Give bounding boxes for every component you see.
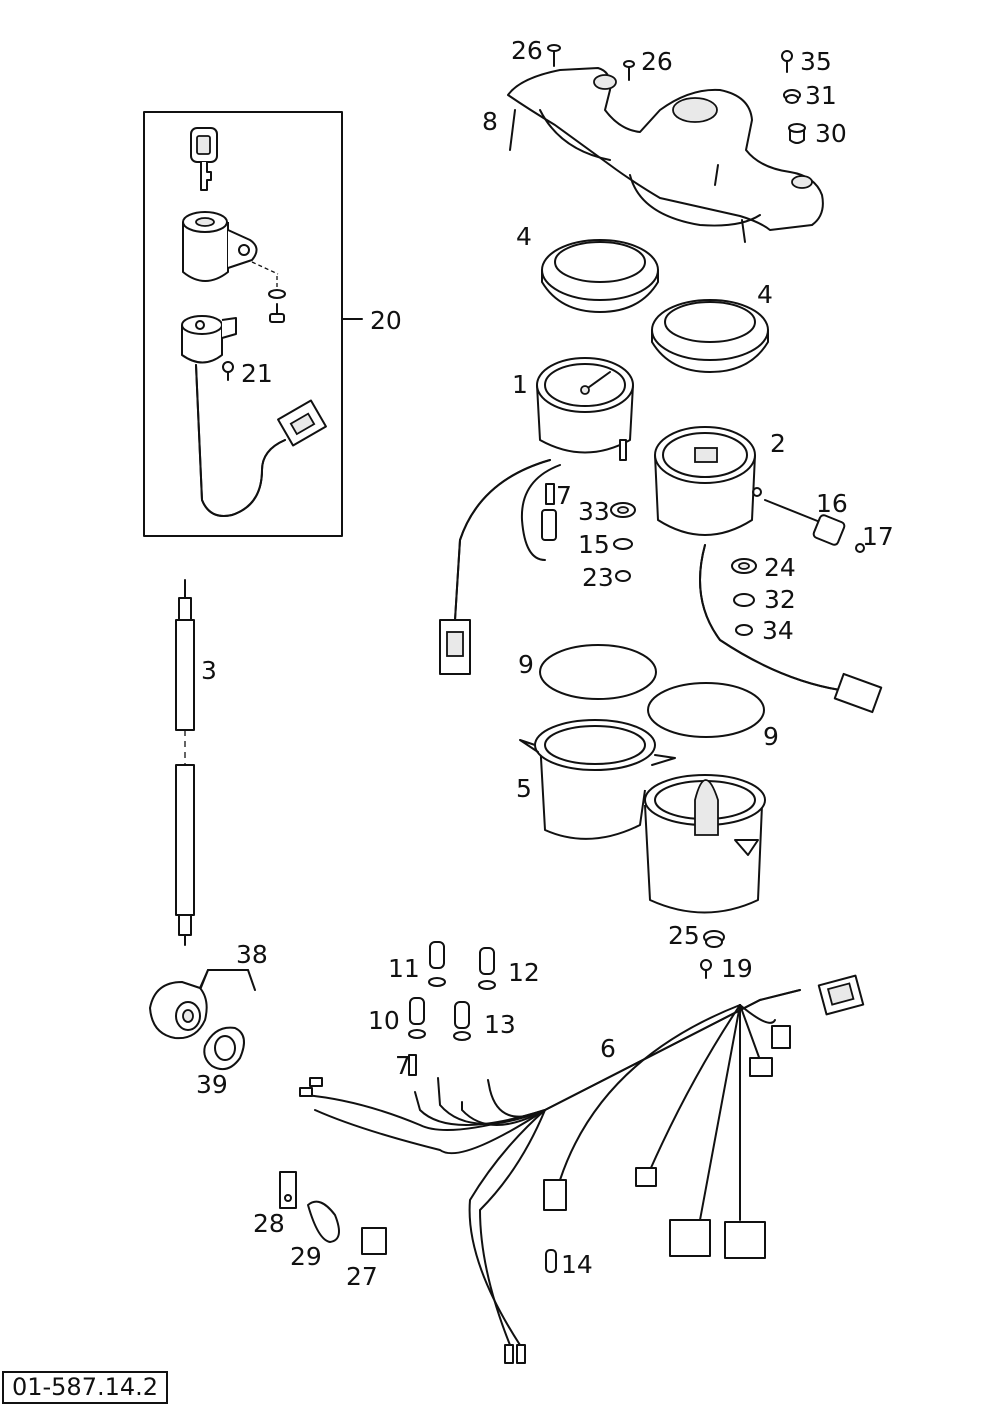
callout-7-lower: 7	[395, 1051, 411, 1080]
washer-32	[733, 593, 755, 607]
callout-4-right: 4	[757, 280, 773, 309]
screw-19	[700, 959, 712, 979]
callout-2: 2	[770, 429, 786, 458]
callout-39: 39	[196, 1070, 228, 1099]
callout-14: 14	[561, 1250, 593, 1279]
callout-10: 10	[368, 1006, 400, 1035]
ignition-washer	[268, 276, 286, 299]
callout-32: 32	[764, 585, 796, 614]
ignition-lock-cylinder	[182, 211, 279, 282]
screw-26b	[623, 60, 635, 81]
callout-6: 6	[600, 1034, 616, 1063]
bezel-ring-left	[541, 239, 659, 313]
callout-35: 35	[800, 47, 832, 76]
callout-38: 38	[236, 940, 268, 969]
ignition-screw-21	[222, 361, 234, 381]
grommet-31	[783, 89, 801, 104]
bushing-30	[788, 123, 806, 144]
callout-24: 24	[764, 553, 796, 582]
sensor-assembly	[149, 969, 256, 1071]
ignition-key	[190, 127, 218, 191]
callout-12: 12	[508, 958, 540, 987]
screw-26a	[547, 44, 561, 67]
callout-1: 1	[512, 370, 528, 399]
clip-29	[307, 1200, 340, 1243]
bracket-28	[279, 1171, 297, 1209]
washer-15	[613, 538, 633, 550]
adjuster-16	[764, 499, 846, 546]
wiring-harness	[299, 974, 865, 1364]
callout-29: 29	[290, 1242, 322, 1271]
callout-28: 28	[253, 1209, 285, 1238]
speedometer-gauge	[536, 357, 634, 461]
callout-34: 34	[762, 616, 794, 645]
callout-26-right: 26	[641, 47, 673, 76]
nut-23	[615, 570, 631, 582]
o-ring-right	[647, 682, 765, 738]
bulb-socket	[541, 509, 557, 541]
ignition-switch-body	[181, 315, 237, 364]
bezel-ring-right	[651, 299, 769, 373]
nut-34	[735, 624, 753, 636]
ignition-screw	[269, 303, 285, 323]
callout-26-left: 26	[511, 36, 543, 65]
cockpit-cover	[507, 67, 824, 243]
connector-7a	[545, 483, 555, 505]
ignition-assembly-frame	[143, 111, 343, 537]
bulb-13	[453, 1001, 471, 1041]
callout-27: 27	[346, 1262, 378, 1291]
callout-23: 23	[582, 563, 614, 592]
callout-33: 33	[578, 497, 610, 526]
o-ring-left	[539, 644, 657, 700]
screw-35	[781, 50, 793, 73]
tachometer-gauge	[654, 426, 762, 536]
callout-20: 20	[370, 306, 402, 335]
callout-21: 21	[241, 359, 273, 388]
callout-25: 25	[668, 921, 700, 950]
callout-4-left: 4	[516, 222, 532, 251]
callout-5: 5	[516, 774, 532, 803]
callout-8: 8	[482, 107, 498, 136]
callout-17: 17	[862, 522, 894, 551]
screw-17	[855, 543, 865, 553]
speedometer-cable	[175, 579, 195, 946]
callout-3: 3	[201, 656, 217, 685]
callout-9-left: 9	[518, 650, 534, 679]
bulb-11	[428, 941, 446, 987]
ignition-wire-harness	[195, 364, 327, 517]
grommet-24	[731, 558, 757, 574]
callout-11: 11	[388, 954, 420, 983]
diagram-reference-number: 01-587.14.2	[2, 1371, 168, 1404]
callout-19: 19	[721, 954, 753, 983]
bulb-10	[408, 997, 426, 1039]
connector-7b	[408, 1054, 417, 1076]
grommet-33	[610, 502, 636, 518]
callout-13: 13	[484, 1010, 516, 1039]
grommet-25	[703, 930, 725, 948]
bulb-12	[478, 947, 496, 990]
instrument-housing	[519, 719, 766, 914]
callout-15: 15	[578, 530, 610, 559]
callout-7-upper: 7	[556, 481, 572, 510]
callout-30: 30	[815, 119, 847, 148]
speedometer-wire	[439, 459, 561, 675]
connector-27	[361, 1227, 387, 1255]
callout-31: 31	[805, 81, 837, 110]
callout-16: 16	[816, 489, 848, 518]
bulb-14	[545, 1249, 557, 1273]
callout-9-right: 9	[763, 722, 779, 751]
tachometer-wire	[699, 544, 883, 714]
